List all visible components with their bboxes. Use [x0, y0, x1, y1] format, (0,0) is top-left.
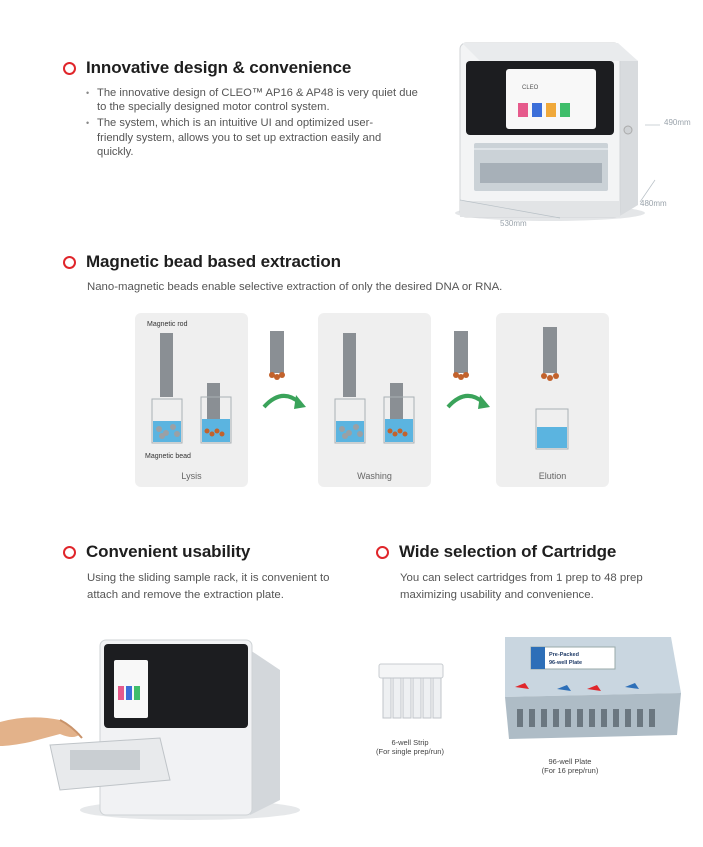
list-item: The system, which is an intuitive UI and…	[86, 116, 386, 159]
circle-bullet-icon	[63, 61, 76, 75]
strip-caption: 6-well Strip (For single prep/run)	[360, 738, 460, 756]
circle-bullet-icon	[63, 255, 76, 269]
transfer-arrow	[446, 331, 490, 409]
strip-cartridge-image	[378, 663, 444, 719]
dimension-lines	[459, 124, 660, 219]
section-heading-design: Innovative design & convenience	[63, 58, 351, 78]
plate-label-text: 96-well Plate	[549, 660, 582, 666]
width-dimension: 530mm	[500, 219, 527, 228]
section-description: You can select cartridges from 1 prep to…	[400, 572, 643, 601]
step-label: Washing	[357, 471, 392, 481]
section-title: Convenient usability	[86, 542, 251, 561]
section-heading-extraction: Magnetic bead based extraction	[63, 252, 341, 272]
section-title: Magnetic bead based extraction	[86, 252, 341, 271]
plate-caption: 96-well Plate (For 16 prep/run)	[515, 757, 625, 775]
washing-illustration	[334, 333, 415, 444]
svg-text:CLEO: CLEO	[522, 85, 539, 91]
step-label: Lysis	[181, 471, 202, 481]
strip-caption-line: (For single prep/run)	[376, 747, 444, 756]
list-item: The innovative design of CLEO™ AP16 & AP…	[86, 86, 426, 114]
section-title: Wide selection of Cartridge	[399, 542, 617, 561]
height-dimension: 490mm	[664, 118, 691, 127]
elution-illustration	[535, 327, 569, 450]
plate-caption-line: 96-well Plate	[548, 757, 592, 766]
rod-label: Magnetic rod	[147, 321, 188, 328]
instrument-image: CLEO	[455, 42, 645, 221]
step-label: Elution	[538, 471, 567, 481]
instrument-with-hand-image	[0, 639, 300, 820]
washing-panel: Washing	[318, 313, 431, 487]
lysis-panel: Magnetic rod Magnetic bead Lysis	[135, 313, 248, 487]
lysis-illustration	[151, 333, 232, 444]
section-title: Innovative design & convenience	[86, 58, 352, 77]
depth-dimension: 480mm	[640, 199, 667, 208]
section-heading-usability: Convenient usability	[63, 542, 250, 562]
section-description: Using the sliding sample rack, it is con…	[87, 572, 330, 601]
plate-caption-line: (For 16 prep/run)	[541, 766, 599, 775]
strip-caption-line: 6-well Strip	[391, 738, 429, 747]
plate-label-text: Pre-Packed	[549, 652, 579, 658]
bead-label: Magnetic bead	[145, 453, 191, 460]
feature-list: The innovative design of CLEO™ AP16 & AP…	[86, 86, 426, 161]
section-heading-cartridge: Wide selection of Cartridge	[376, 542, 616, 562]
circle-bullet-icon	[376, 545, 389, 559]
section-description: Nano-magnetic beads enable selective ext…	[87, 281, 503, 293]
circle-bullet-icon	[63, 545, 76, 559]
plate-cartridge-image: Pre-Packed 96-well Plate	[505, 637, 681, 739]
transfer-arrow	[262, 331, 306, 409]
